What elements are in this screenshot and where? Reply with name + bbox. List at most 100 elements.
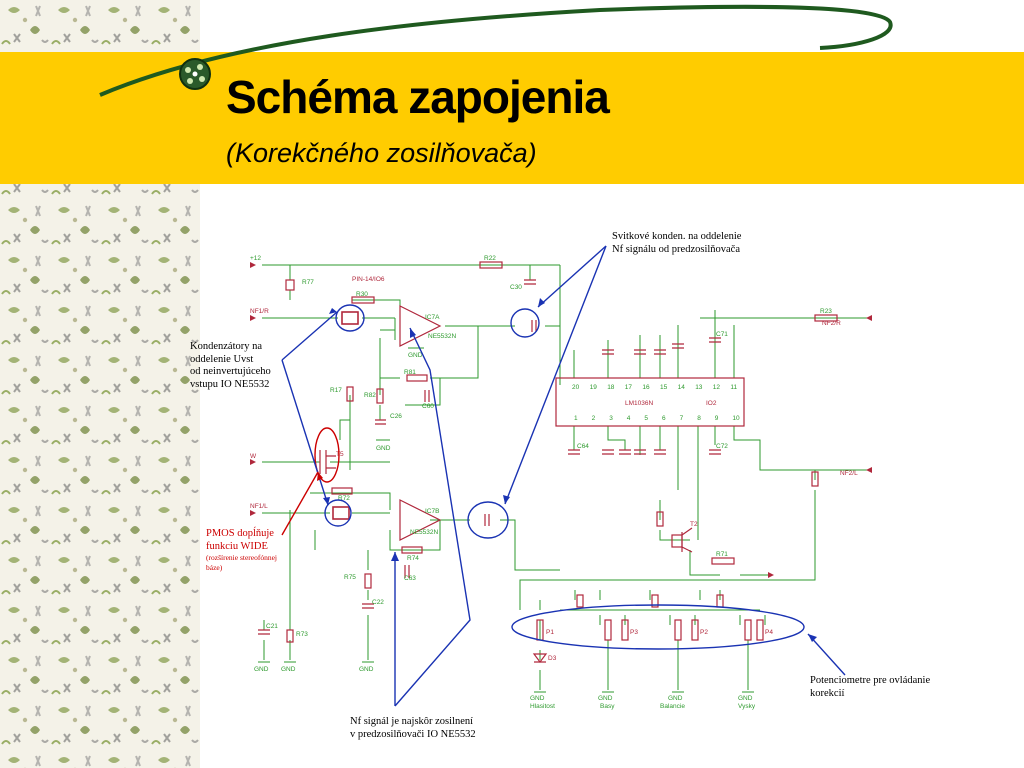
note-film-capacitors-line1: Svitkové konden. na oddelenie [612, 231, 742, 242]
lm-pin-top-19: 19 [590, 384, 598, 391]
label-r72: R72 [338, 495, 350, 502]
note-pmos-line2: funkciu WIDE [206, 540, 268, 552]
lm-pin-bottom-4: 4 [627, 415, 631, 422]
lm-pin-top-11: 11 [730, 384, 737, 391]
lm-pin-top-17: 17 [625, 384, 633, 391]
label-t2: T2 [690, 521, 698, 528]
lm-pin-top-12: 12 [713, 384, 721, 391]
note-potentiometers: Potenciometre pre ovládanie korekcií [810, 675, 930, 700]
label-gnd-p3: GND [598, 695, 613, 702]
note-pots-line1: Potenciometre pre ovládanie [810, 675, 931, 686]
note-decoupling-line4: vstupu IO NE5532 [190, 378, 270, 390]
lm-pin-top-14: 14 [678, 384, 686, 391]
label-r77: R77 [302, 279, 314, 286]
label-c72: C72 [716, 443, 728, 450]
label-ic-bot-ref: IC7B [425, 508, 439, 515]
slide-subtitle: (Korekčného zosilňovača) [226, 138, 537, 168]
lm-pin-bottom-8: 8 [697, 415, 701, 422]
label-c21: C21 [266, 623, 278, 630]
note-film-capacitors: Svitkové konden. na oddelenie Nf signálu… [612, 231, 741, 256]
label-balancie: Balancie [660, 703, 685, 710]
label-r82: R82 [364, 392, 376, 399]
label-vysky: Vysky [738, 703, 756, 710]
note-pmos-line3: (rozšírenie stereofónnej [206, 553, 278, 562]
lm-pin-bottom-5: 5 [644, 415, 648, 422]
annotation-markers [281, 245, 846, 707]
note-pmos-line4: báze) [206, 563, 223, 572]
label-nf1l: NF1/L [250, 503, 268, 510]
label-r71: R71 [716, 551, 728, 558]
note-nf-line2: v predzosilňovači IO NE5532 [350, 728, 476, 740]
label-pin: PIN-14/IO6 [352, 276, 385, 283]
label-hlasitost: Hlasitost [530, 703, 555, 710]
note-nf-line1: Nf signál je najskôr zosilnení [350, 716, 474, 727]
label-r75: R75 [344, 574, 356, 581]
note-pmos: PMOS dopĺňuje funkciu WIDE (rozšírenie s… [206, 528, 277, 573]
lm-pin-bottom-6: 6 [662, 415, 666, 422]
annotation-arrowheads [317, 298, 817, 642]
note-nf-signal: Nf signál je najskôr zosilnení v predzos… [350, 716, 476, 741]
label-c22: C22 [372, 599, 384, 606]
schematic-components [258, 261, 838, 663]
label-p1: P1 [546, 629, 554, 636]
label-gnd-c22: GND [359, 666, 374, 673]
label-c63: C63 [404, 575, 416, 582]
label-gnd-c26: GND [376, 445, 391, 452]
lm-pin-top-13: 13 [695, 384, 703, 391]
label-c71: C71 [716, 331, 728, 338]
slide-title: Schéma zapojenia [226, 71, 610, 123]
label-gnd-p2: GND [668, 695, 683, 702]
note-decoupling-capacitors: Kondenzátory na oddelenie Uvst od neinve… [190, 341, 271, 391]
label-gnd-r73: GND [281, 666, 296, 673]
lm-pin-bottom-2: 2 [592, 415, 596, 422]
label-w: W [250, 453, 257, 460]
label-c60: C60 [422, 403, 434, 410]
label-r22: R22 [484, 255, 496, 262]
title-banner [0, 52, 1024, 184]
label-lm-name: LM1036N [625, 400, 653, 407]
label-p3: P3 [630, 629, 638, 636]
label-p2: P2 [700, 629, 708, 636]
schematic-wires [262, 264, 870, 690]
lm-pin-bottom-1: 1 [574, 415, 578, 422]
label-p4: P4 [765, 629, 773, 636]
banner-pattern-overlay [0, 52, 200, 184]
schematic-connectors [250, 262, 872, 578]
lm-pin-bottom-7: 7 [680, 415, 684, 422]
note-pmos-line1: PMOS dopĺňuje [206, 528, 274, 539]
label-ic-top-part: NE5532N [428, 333, 456, 340]
label-r17: R17 [330, 387, 342, 394]
lm-pin-bottom-10: 10 [732, 415, 740, 422]
label-c30: C30 [510, 284, 522, 291]
label-gnd-c21: GND [254, 666, 269, 673]
note-pots-line2: korekcií [810, 687, 845, 699]
lm-pin-top-16: 16 [642, 384, 650, 391]
label-nf1r: NF1/R [250, 308, 269, 315]
label-ic-top-ref: IC7A [425, 314, 440, 321]
label-r73: R73 [296, 631, 308, 638]
label-d3: D3 [548, 655, 557, 662]
label-t5: T5 [336, 451, 344, 458]
label-r81: R81 [404, 369, 416, 376]
label-gnd-p4: GND [738, 695, 753, 702]
label-c26: C26 [390, 413, 402, 420]
gnd-symbols [258, 347, 754, 693]
label-nf2l: NF2/L [840, 470, 858, 477]
label-r74: R74 [407, 555, 419, 562]
lm-pin-bottom-3: 3 [609, 415, 613, 422]
note-film-capacitors-line2: Nf signálu od predzosilňovača [612, 243, 741, 255]
note-decoupling-line1: Kondenzátory na [190, 341, 263, 352]
label-r23: R23 [820, 308, 832, 315]
label-nf2r: NF2/R [822, 320, 841, 327]
label-supply: +12 [250, 255, 261, 262]
decorative-swoosh [99, 4, 893, 97]
lm-pin-top-18: 18 [607, 384, 615, 391]
label-lm-ref: IO2 [706, 400, 717, 407]
label-gnd-ic: GND [408, 352, 423, 359]
label-r30: R30 [356, 291, 368, 298]
label-ic-bot-part: NE5532N [410, 529, 438, 536]
label-gnd-p1: GND [530, 695, 545, 702]
note-decoupling-line3: od neinvertujúceho [190, 366, 271, 377]
